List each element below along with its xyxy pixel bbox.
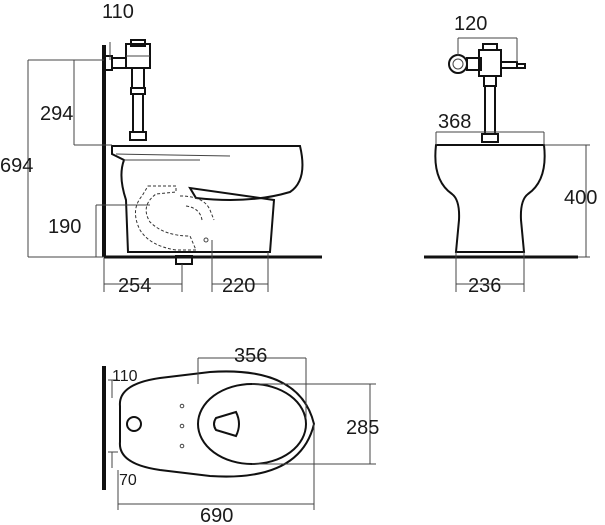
dim-outlet-height: 190 (48, 216, 81, 238)
dim-valve-height: 294 (40, 103, 73, 125)
dim-outlet-from-wall: 254 (118, 275, 151, 297)
front-view: 120 368 400 236 (424, 13, 597, 297)
dim-bowl-length: 356 (234, 345, 267, 367)
trapway-side (135, 185, 197, 251)
dim-wall-offset-bottom: 70 (119, 472, 137, 489)
water-spot-top (213, 410, 240, 438)
dim-total-length: 690 (200, 505, 233, 525)
bolt-hole-top (126, 416, 142, 432)
dim-rim-width: 368 (438, 111, 471, 133)
top-view: 110 70 356 285 690 (102, 345, 379, 525)
dim-rim-height: 400 (564, 187, 597, 209)
dim-wall-offset: 110 (102, 1, 134, 23)
dim-wall-offset-top: 110 (112, 368, 138, 385)
dim-valve-width: 120 (454, 13, 487, 35)
toilet-outline-top (118, 370, 316, 478)
side-view: 110 294 694 190 254 220 (0, 1, 322, 297)
flush-valve-side (103, 39, 151, 141)
toilet-body-side (111, 145, 304, 253)
dim-base-width: 236 (468, 275, 501, 297)
toilet-body-front (434, 144, 546, 253)
dim-bowl-width: 285 (346, 417, 379, 439)
dim-total-height: 694 (0, 155, 33, 177)
dim-outlet-to-front: 220 (222, 275, 255, 297)
